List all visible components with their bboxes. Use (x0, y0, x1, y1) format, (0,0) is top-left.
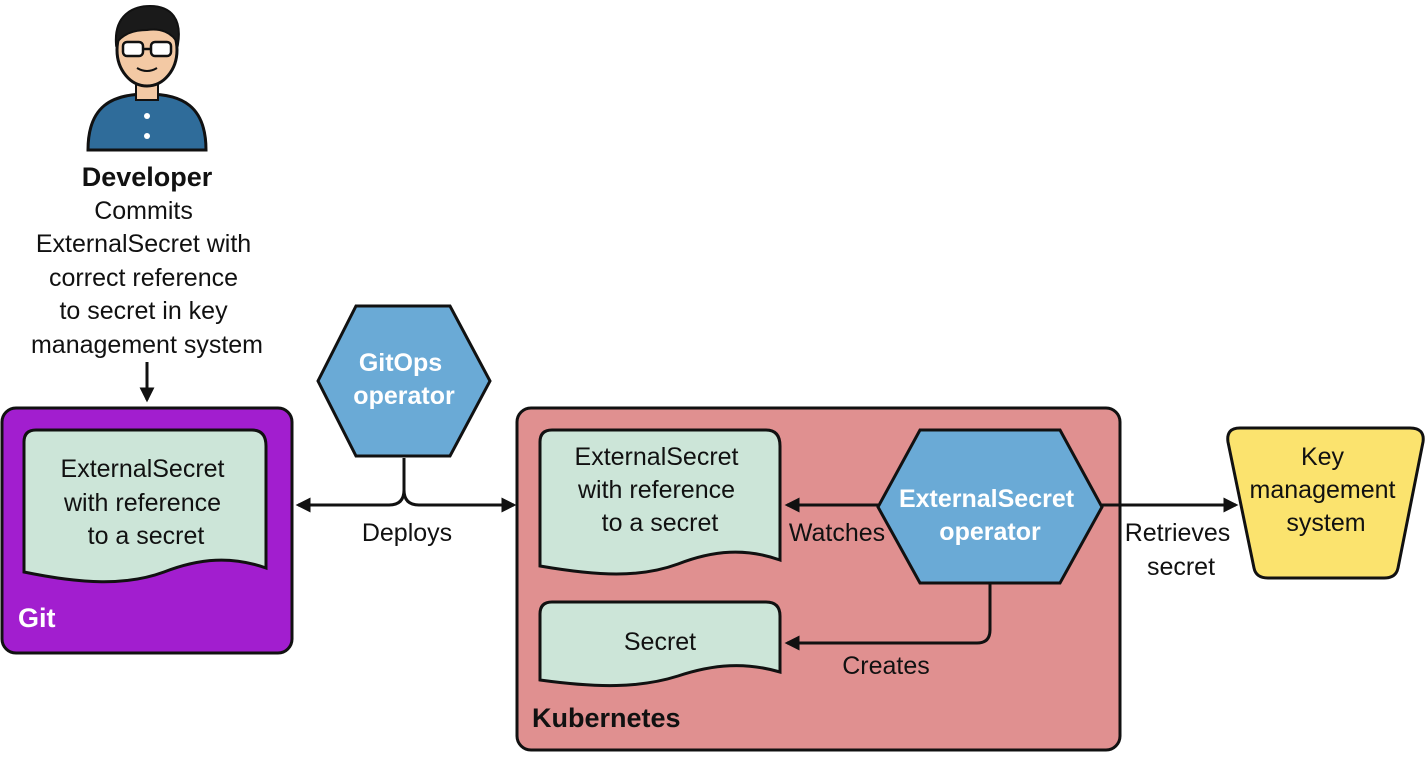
gitops-operator-label: GitOps operator (353, 349, 455, 410)
creates-arrow (784, 583, 992, 651)
git-external-secret-label: ExternalSecret with reference to a secre… (61, 455, 232, 550)
external-secret-operator-node (876, 428, 1104, 585)
secret-document (538, 600, 782, 688)
person-icon (86, 4, 208, 152)
k8s-external-secret-label: ExternalSecret with reference to a secre… (575, 443, 746, 537)
deploys-connector (295, 458, 406, 513)
retrieves-label: Retrieves secret (1125, 519, 1238, 581)
external-secret-operator-label: ExternalSecret operator (899, 485, 1081, 546)
key-management-system-node (1226, 426, 1425, 580)
deploys-label: Deploys (362, 519, 452, 547)
key-management-system-label: Key management system (1250, 443, 1403, 537)
developer-description-line: ExternalSecret with (36, 230, 251, 258)
secret-label: Secret (624, 628, 696, 656)
k8s-external-secret-document (538, 428, 782, 576)
gitops-operator-node (316, 304, 492, 458)
git-external-secret-document (22, 428, 268, 584)
developer-name: Developer (82, 162, 213, 192)
developer-description-line: to secret in key (59, 297, 228, 325)
developer-description-line: Commits (94, 197, 193, 225)
git-label: Git (18, 603, 56, 633)
watches-label: Watches (789, 519, 885, 547)
creates-label: Creates (842, 652, 930, 680)
developer-description-line: correct reference (49, 264, 238, 292)
developer-description-line: management system (31, 331, 263, 359)
developer-description: Commits ExternalSecret with correct refe… (31, 197, 263, 359)
kubernetes-label: Kubernetes (532, 703, 681, 733)
